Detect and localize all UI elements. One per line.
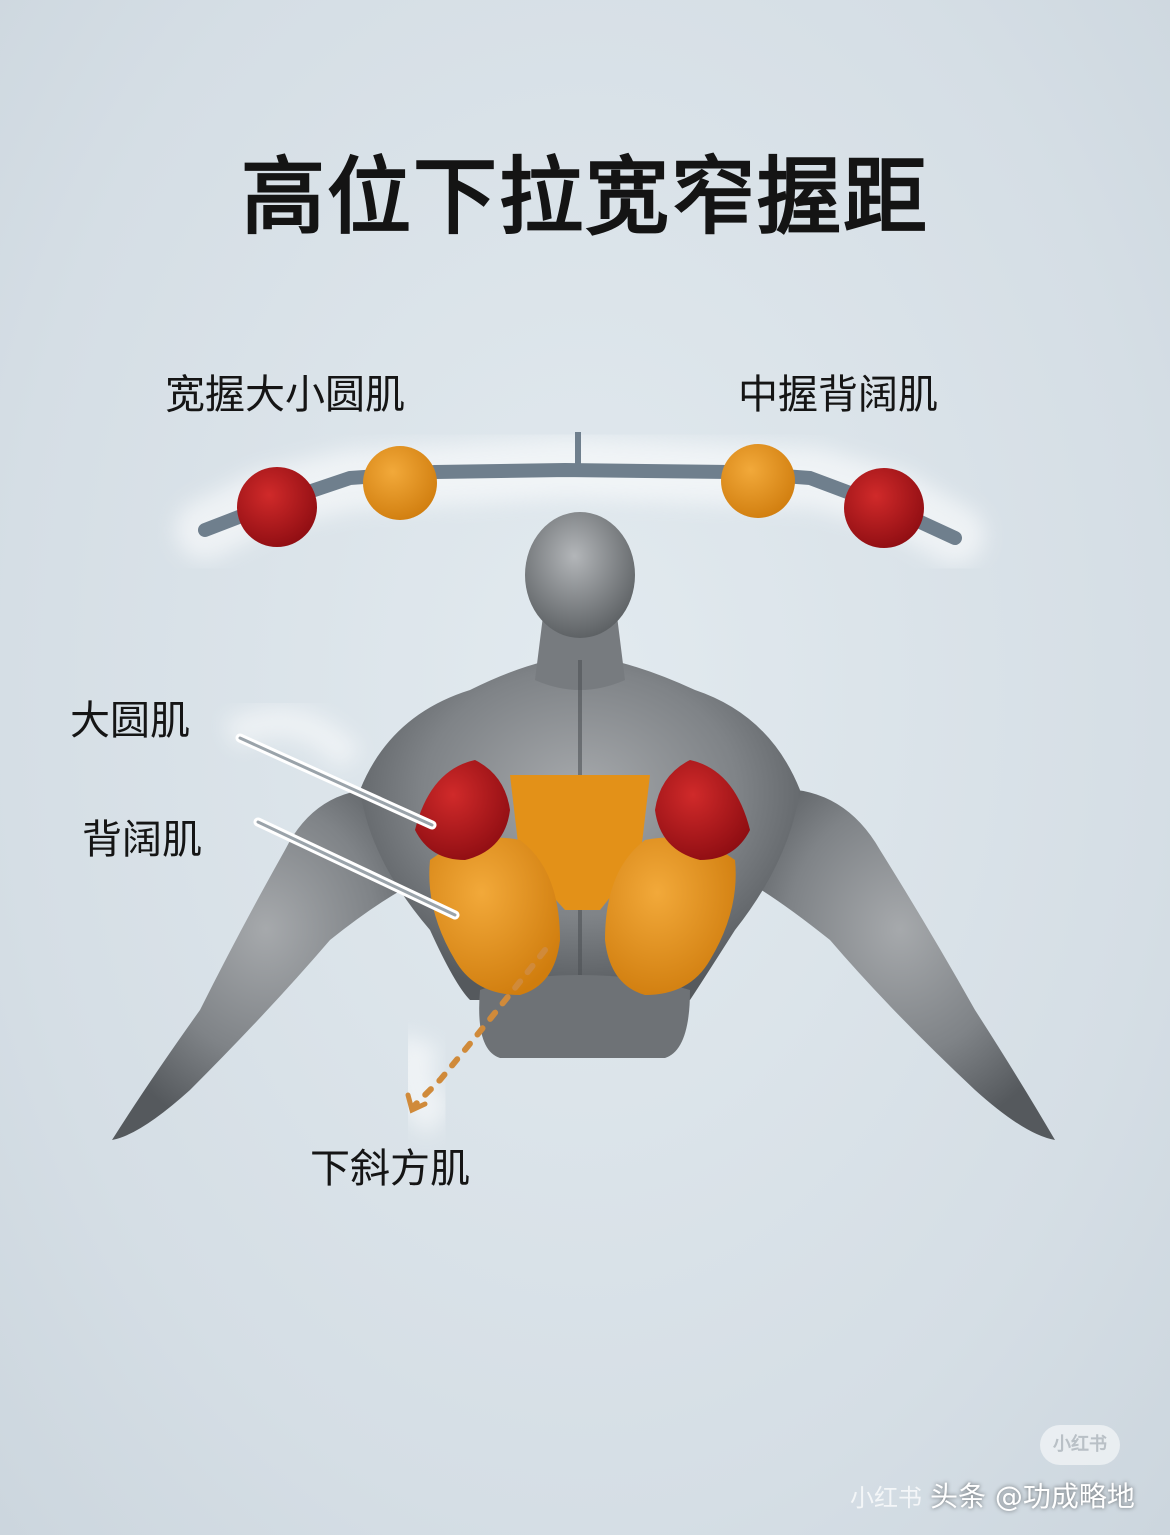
glow-shape — [393, 1032, 453, 1136]
right-latissimus-highlight — [605, 837, 736, 995]
latissimus-label: 背阔肌 — [82, 817, 202, 863]
medium-grip-right-marker — [721, 444, 795, 518]
lower-trapezius-leader-line — [409, 947, 548, 1111]
source-watermark: 头条 @功成略地 — [930, 1480, 1135, 1513]
right-arm — [745, 788, 1055, 1140]
medium-grip-left-marker — [363, 446, 437, 520]
glow-shape — [223, 707, 362, 770]
xiaohongshu-handle: 小红书 — [850, 1484, 922, 1512]
medium-grip-label: 中握背阔肌 — [738, 372, 938, 418]
left-teres-major-highlight — [415, 760, 510, 860]
left-latissimus-highlight — [429, 837, 560, 995]
xiaohongshu-badge: 小红书 — [1040, 1425, 1120, 1465]
wide-grip-label: 宽握大小圆肌 — [165, 372, 405, 418]
left-arm — [112, 788, 420, 1140]
wide-grip-right-marker — [844, 468, 924, 548]
teres-leader-line — [238, 736, 434, 827]
right-teres-major-highlight — [655, 760, 750, 860]
teres-major-label: 大圆肌 — [70, 698, 190, 744]
page-title: 高位下拉宽窄握距 — [240, 148, 929, 246]
latissimus-leader-line — [256, 820, 457, 917]
lower-trapezius-arrowhead — [405, 1092, 428, 1114]
lower-trapezius-label: 下斜方肌 — [310, 1146, 470, 1192]
wide-grip-left-marker — [237, 467, 317, 547]
head — [525, 512, 635, 638]
seat — [479, 975, 690, 1058]
